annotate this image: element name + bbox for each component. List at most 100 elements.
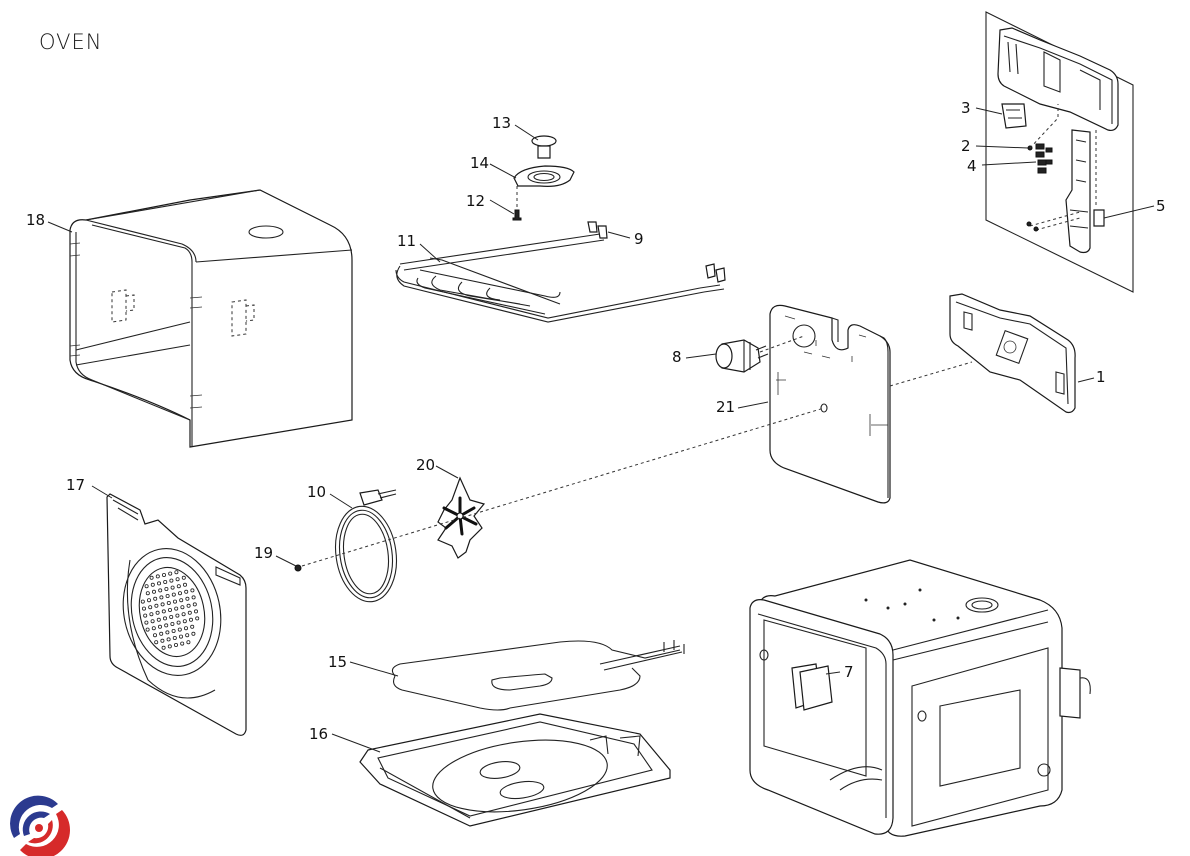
perforation-hole [171, 629, 176, 634]
perforation-hole [160, 602, 165, 607]
part-8-lamp[interactable] [715, 339, 769, 373]
part-19-nut[interactable] [294, 564, 302, 572]
perforation-hole [144, 620, 149, 625]
label-part-20: 20 [416, 456, 435, 474]
assembly-line-lamp [759, 335, 805, 353]
part-21-rear-plate[interactable] [769, 304, 891, 504]
part-labels: 1 2 3 4 5 7 8 9 10 11 12 13 14 15 16 17 … [26, 99, 1166, 743]
perforation-hole [161, 609, 166, 614]
perforation-hole [186, 640, 191, 645]
part-7-latch[interactable] [791, 663, 833, 711]
perforation-hole [185, 633, 190, 638]
perforation-hole [178, 634, 183, 639]
part-9-clips[interactable] [587, 221, 726, 283]
label-part-11: 11 [397, 232, 416, 250]
perforation-hole [175, 613, 180, 618]
perforation-hole [174, 570, 179, 575]
brand-logo [10, 795, 70, 856]
perforation-hole [141, 606, 146, 611]
perforation-hole [166, 637, 171, 642]
perforation-hole [183, 626, 188, 631]
perforation-hole [159, 631, 164, 636]
part-16-bottom-tray[interactable] [359, 713, 671, 827]
part-12-screw[interactable] [512, 186, 522, 221]
perforation-hole [149, 612, 154, 617]
label-part-21: 21 [716, 398, 735, 416]
perforation-hole [149, 575, 154, 580]
label-part-16: 16 [309, 725, 328, 743]
label-part-10: 10 [307, 483, 326, 501]
label-part-8: 8 [672, 348, 682, 366]
perforation-hole [181, 575, 186, 580]
perforation-hole [152, 633, 157, 638]
perforation-hole [176, 584, 181, 589]
part-18-outer-casing[interactable] [69, 189, 353, 448]
perforation-hole [185, 596, 190, 601]
perforation-hole [160, 638, 165, 643]
perforation-hole [191, 631, 196, 636]
perforation-hole [156, 617, 161, 622]
label-part-2: 2 [961, 137, 971, 155]
oven-cavity[interactable] [749, 559, 1091, 837]
assembly-line-board [889, 361, 973, 387]
perforation-hole [170, 622, 175, 627]
perforation-hole [180, 605, 185, 610]
perforation-hole [140, 599, 145, 604]
perforation-hole [153, 596, 158, 601]
perforation-grid [140, 570, 200, 650]
perforation-hole [154, 603, 159, 608]
perforation-hole [172, 636, 177, 641]
part-15-bottom-element[interactable] [391, 640, 685, 711]
perforation-hole [150, 619, 155, 624]
perforation-hole [145, 591, 150, 596]
perforation-hole [176, 620, 181, 625]
perforation-hole [191, 595, 196, 600]
perforation-hole [169, 578, 174, 583]
perforation-hole [180, 641, 185, 646]
part-1-control-bracket[interactable] [949, 293, 1076, 414]
label-part-4: 4 [967, 157, 977, 175]
part-11-grill-element[interactable] [395, 233, 725, 323]
perforation-hole [163, 580, 168, 585]
label-part-14: 14 [470, 154, 489, 172]
perforation-hole [145, 627, 150, 632]
perforation-hole [154, 640, 159, 645]
perforation-hole [169, 615, 174, 620]
perforation-hole [156, 581, 161, 586]
perforation-hole [184, 589, 189, 594]
perforation-hole [151, 626, 156, 631]
perforation-hole [177, 591, 182, 596]
label-part-12: 12 [466, 192, 485, 210]
control-panel-assembly[interactable] [985, 11, 1134, 293]
leader-lines [47, 107, 1155, 753]
perforation-hole [182, 619, 187, 624]
perforation-hole [161, 573, 166, 578]
perforation-hole [190, 588, 195, 593]
perforation-hole [186, 603, 191, 608]
perforation-hole [175, 577, 180, 582]
perforation-hole [187, 610, 192, 615]
label-part-15: 15 [328, 653, 347, 671]
perforation-hole [195, 616, 200, 621]
part-20-fan[interactable] [437, 476, 486, 559]
part-4-terminal-block[interactable] [1035, 143, 1053, 174]
label-part-3: 3 [961, 99, 971, 117]
part-17-back-panel[interactable] [106, 493, 247, 736]
perforation-hole [193, 609, 198, 614]
part-13-knob[interactable] [531, 135, 557, 159]
perforation-hole [158, 588, 163, 593]
perforation-hole [159, 595, 164, 600]
perforation-hole [165, 630, 170, 635]
perforation-hole [172, 599, 177, 604]
perforation-hole [164, 587, 169, 592]
label-part-1: 1 [1096, 368, 1106, 386]
perforation-hole [174, 606, 179, 611]
perforation-hole [151, 589, 156, 594]
perforation-hole [188, 617, 193, 622]
part-14-bracket[interactable] [513, 165, 575, 187]
perforation-hole [155, 610, 160, 615]
part-10-circular-element[interactable] [330, 489, 403, 606]
perforation-hole [173, 643, 178, 648]
